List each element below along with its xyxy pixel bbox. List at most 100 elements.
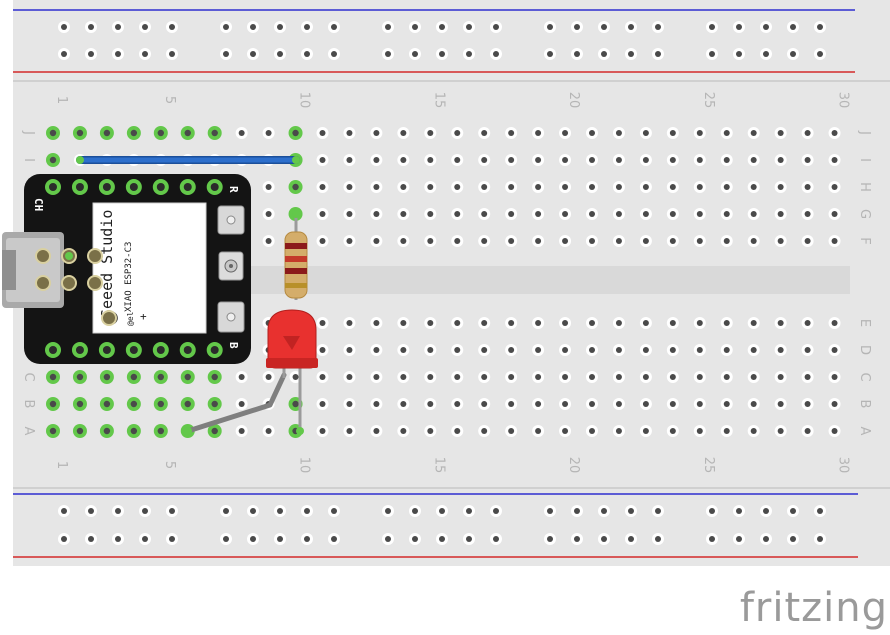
breadboard-hole-center (61, 508, 67, 514)
breadboard-hole-center (385, 536, 391, 542)
breadboard-hole-center (535, 320, 542, 326)
column-label: 15 (431, 457, 446, 474)
breadboard-hole-center (535, 184, 542, 190)
breadboard-hole-center (601, 508, 607, 514)
breadboard-hole-center (804, 347, 811, 353)
breadboard-hole-center (804, 184, 811, 190)
breadboard-hole-center (535, 374, 542, 380)
breadboard-hole-center (817, 508, 823, 514)
breadboard-hole-center (115, 51, 121, 57)
breadboard-hole-center (292, 183, 299, 191)
breadboard-hole-center (831, 130, 838, 136)
breadboard-hole-center (750, 347, 757, 353)
reset-label: R (227, 186, 240, 193)
breadboard-hole-center (169, 51, 175, 57)
breadboard-hole-center (115, 508, 121, 514)
breadboard-hole-center (696, 157, 703, 163)
breadboard-hole-center (628, 508, 634, 514)
breadboard-hole-center (331, 536, 337, 542)
breadboard-hole-center (277, 51, 283, 57)
breadboard-hole-center (790, 508, 796, 514)
breadboard-hole-center (466, 508, 472, 514)
breadboard-hole-center (277, 508, 283, 514)
row-label: H (857, 182, 872, 192)
breadboard-hole-center (817, 536, 823, 542)
breadboard-hole-center (265, 238, 272, 244)
breadboard-hole-center (439, 508, 445, 514)
breadboard-hole-center (319, 374, 326, 380)
breadboard-hole-center (709, 24, 715, 30)
breadboard-hole-center (750, 428, 757, 434)
breadboard-hole-center (373, 184, 380, 190)
board-plus-label: + (140, 310, 147, 323)
breadboard-hole-center (696, 238, 703, 244)
breadboard-hole-center (238, 130, 245, 136)
breadboard-hole-center (319, 211, 326, 217)
breadboard-hole-center (88, 508, 94, 514)
breadboard-hole-center (589, 184, 595, 190)
breadboard-hole-center (481, 211, 488, 217)
breadboard-hole-center (777, 211, 784, 217)
breadboard-hole-center (157, 129, 164, 137)
breadboard-hole-center (615, 130, 622, 136)
breadboard-hole-center (373, 374, 380, 380)
breadboard-hole-center (750, 320, 757, 326)
breadboard-hole-center (385, 508, 391, 514)
board-pin-hole (75, 346, 84, 354)
breadboard-hole-center (400, 130, 407, 136)
breadboard-hole-center (804, 157, 811, 163)
breadboard-hole-center (223, 508, 229, 514)
ground-wire[interactable] (185, 372, 287, 434)
breadboard-hole-center (439, 24, 445, 30)
breadboard-hole-center (642, 401, 649, 407)
breadboard-hole-center (831, 320, 838, 326)
breadboard-hole-center (250, 508, 256, 514)
breadboard-hole-center (817, 24, 823, 30)
resistor-band-3 (285, 268, 307, 274)
board-pin-hole (183, 183, 192, 191)
breadboard-hole-center (642, 320, 649, 326)
breadboard-hole-center (88, 51, 94, 57)
breadboard-hole-center (223, 536, 229, 542)
breadboard-hole-center (642, 157, 649, 163)
breadboard-hole-center (88, 536, 94, 542)
breadboard-hole-center (615, 320, 622, 326)
red-led[interactable] (266, 309, 318, 435)
breadboard-hole-center (319, 130, 326, 136)
row-label: J (857, 130, 872, 135)
row-label: I (857, 158, 872, 162)
breadboard-hole-center (238, 374, 245, 380)
breadboard-hole-center (508, 184, 515, 190)
xiao-esp32c3-board[interactable]: Seeed Studio XIAO ESP32-C3 + @el R B CH (2, 174, 251, 364)
breadboard-hole-center (439, 51, 445, 57)
breadboard-hole-center (642, 184, 649, 190)
breadboard-hole-center (49, 373, 57, 381)
breadboard-hole-center (493, 24, 499, 30)
column-label: 1 (54, 96, 69, 104)
breadboard-hole-center (601, 536, 607, 542)
breadboard-hole-center (346, 157, 353, 163)
breadboard-hole-center (466, 51, 472, 57)
breadboard-hole-center (831, 184, 838, 190)
breadboard-hole-center (211, 129, 218, 137)
breadboard-hole-center (750, 157, 757, 163)
breadboard-hole-center (831, 157, 838, 163)
breadboard-hole-center (615, 347, 622, 353)
resistor[interactable] (284, 210, 308, 300)
breadboard-hole-center (346, 401, 353, 407)
breadboard-hole-center (642, 130, 649, 136)
breadboard-hole-center (292, 129, 299, 137)
breadboard-hole-center (400, 401, 407, 407)
breadboard-hole-center (562, 320, 569, 326)
breadboard-hole-center (265, 374, 272, 380)
breadboard-hole-center (562, 184, 569, 190)
breadboard-hole-center (265, 211, 272, 217)
breadboard-hole-center (669, 184, 676, 190)
board-pin-hole (49, 183, 57, 191)
breadboard-hole-center (427, 428, 434, 434)
breadboard-hole-center (642, 347, 649, 353)
breadboard-hole-center (750, 401, 757, 407)
breadboard-hole-center (142, 508, 148, 514)
breadboard-hole-center (831, 374, 838, 380)
